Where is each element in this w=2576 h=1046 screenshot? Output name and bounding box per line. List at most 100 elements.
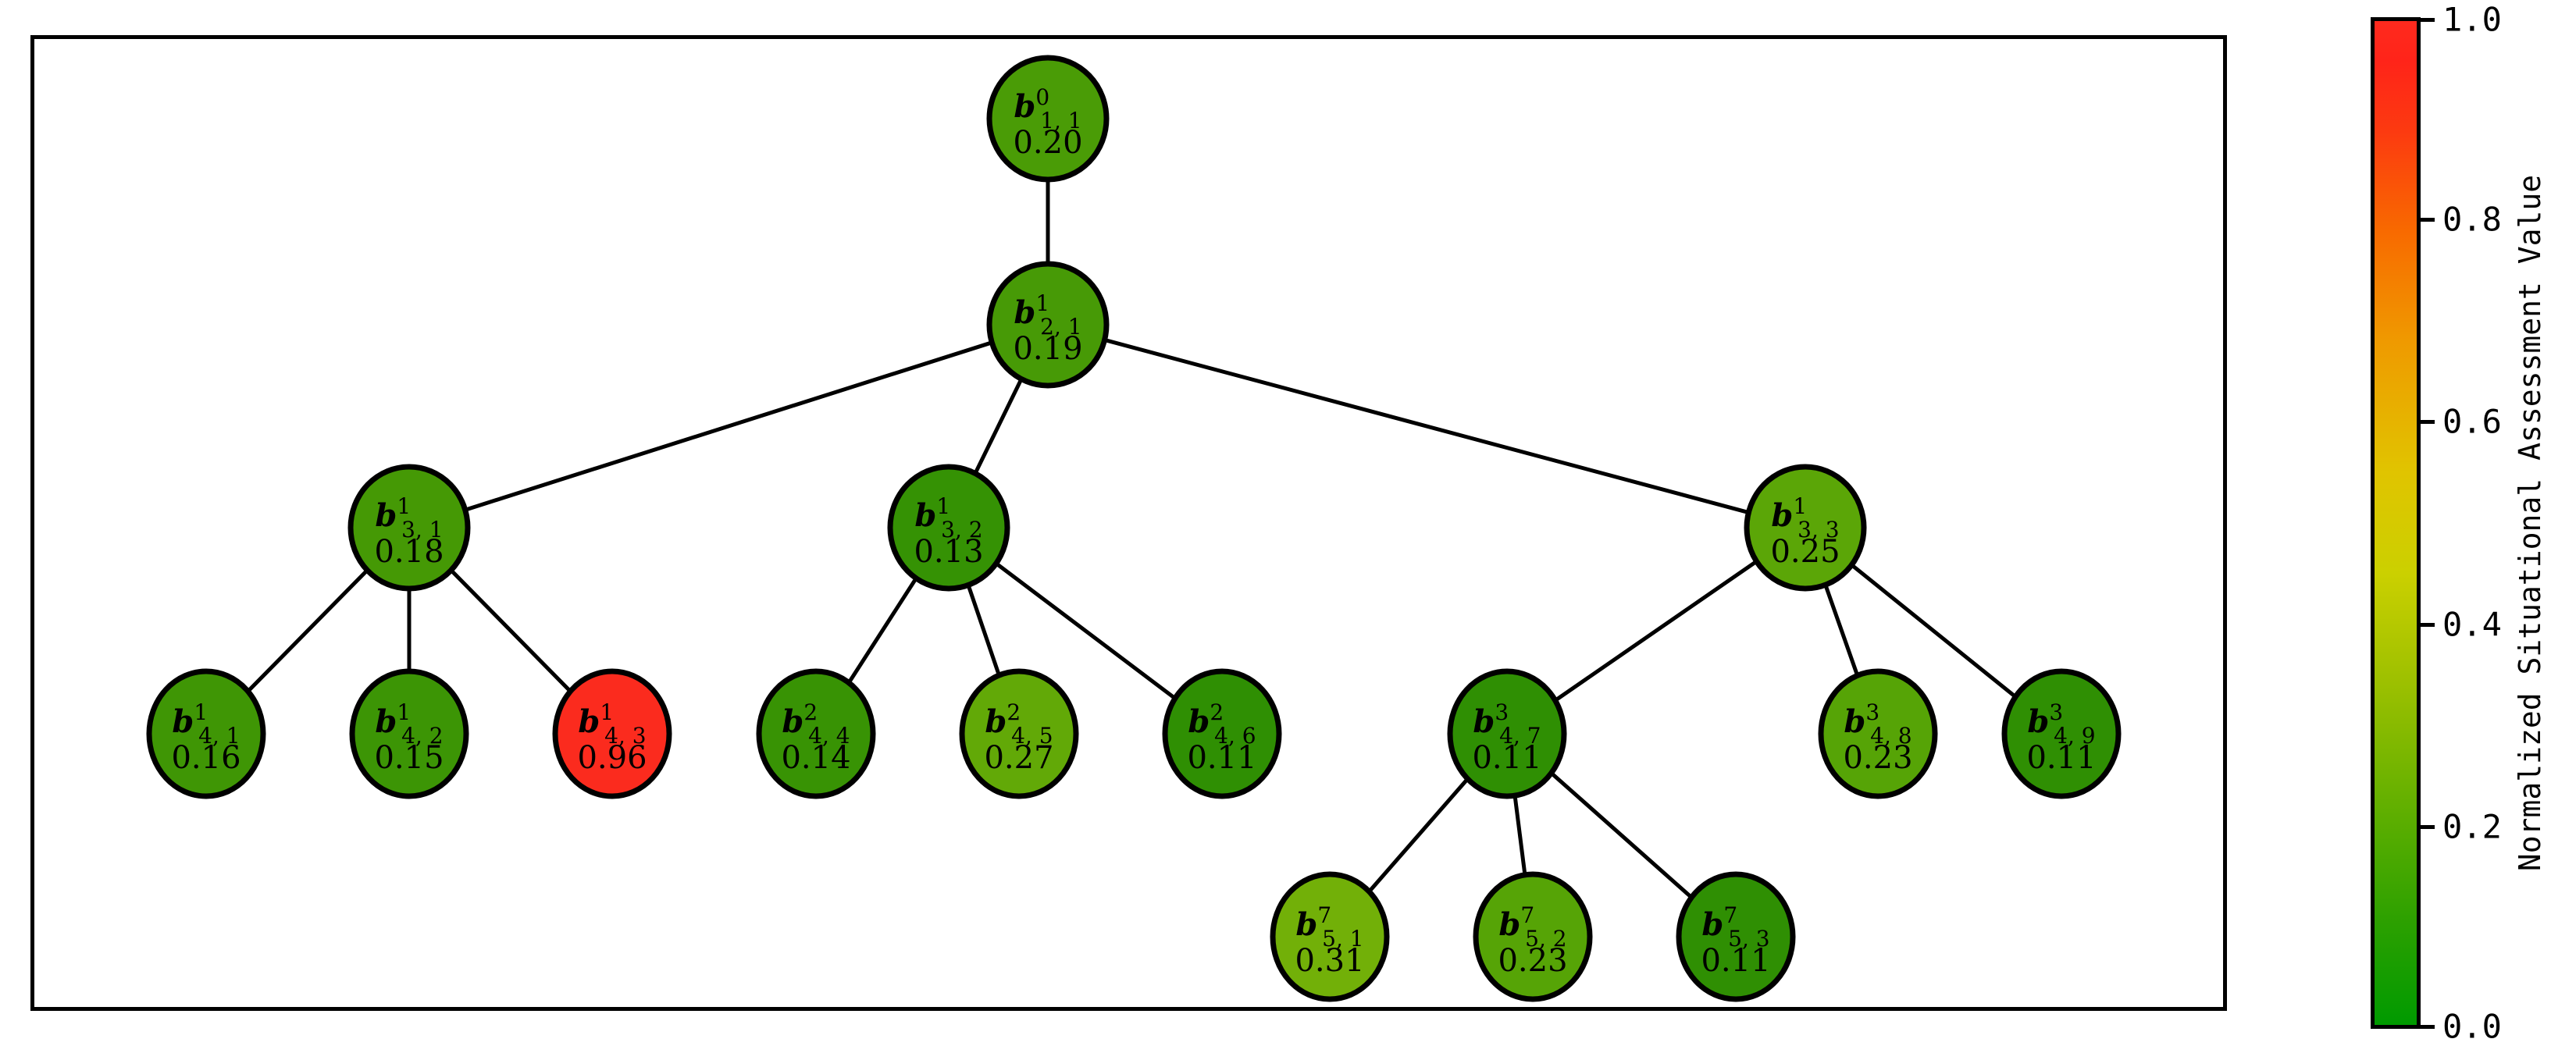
node-circle[interactable]	[347, 464, 471, 592]
node-circle[interactable]	[1473, 871, 1593, 1002]
node-value: 0.11	[1701, 943, 1770, 979]
colorbar-tick-mark	[2421, 218, 2435, 222]
colorbar-title: Normalized Situational Assessment Value	[2513, 174, 2547, 872]
node-circle[interactable]	[1270, 871, 1390, 1002]
colorbar-tick-mark	[2421, 622, 2435, 627]
edge-layer	[246, 180, 2017, 899]
colorbar-tick-mark	[2421, 824, 2435, 829]
node-value: 0.19	[1013, 331, 1082, 367]
node-value: 0.23	[1498, 943, 1567, 979]
node-circle[interactable]	[1818, 668, 1938, 799]
node-value: 0.15	[374, 740, 444, 776]
tree-edge	[1367, 777, 1470, 893]
tree-edge	[464, 340, 993, 512]
tree-edge	[973, 378, 1024, 475]
node-circle[interactable]	[887, 464, 1010, 592]
colorbar: 1.0 0.8 0.6 0.4 0.2 0.0	[2371, 1, 2502, 1046]
node-circle[interactable]	[1744, 464, 1867, 592]
colorbar-tick-label: 0.2	[2442, 807, 2502, 846]
colorbar-tick-label: 0.6	[2442, 402, 2502, 441]
tree-edge	[846, 577, 918, 684]
colorbar-tick-label: 1.0	[2442, 0, 2502, 39]
node-value: 0.16	[171, 740, 240, 776]
tree-edge	[1554, 560, 1758, 703]
tree-edge	[246, 568, 369, 693]
node-value: 0.11	[1187, 740, 1256, 776]
node-circle[interactable]	[349, 668, 469, 799]
tree-edge	[1103, 338, 1750, 514]
tree-edge	[995, 561, 1177, 700]
tree-edge	[449, 568, 572, 693]
node-value: 0.25	[1770, 534, 1840, 570]
node-value: 0.11	[1472, 740, 1541, 776]
colorbar-tick-label: 0.0	[2442, 1007, 2502, 1046]
node-circle[interactable]	[2001, 668, 2122, 799]
tree-edge	[1823, 584, 1860, 677]
colorbar-tick-label: 0.4	[2442, 605, 2502, 644]
node-circle[interactable]	[1447, 668, 1567, 799]
node-value: 0.20	[1013, 125, 1082, 161]
node-value: 0.18	[374, 534, 444, 570]
node-circle[interactable]	[986, 261, 1110, 389]
tree-edge	[1850, 563, 2017, 699]
colorbar-tick-mark	[2421, 420, 2435, 425]
colorbar-tick-label: 0.8	[2442, 200, 2502, 239]
node-circle[interactable]	[552, 668, 672, 799]
colorbar-tick-mark	[2421, 18, 2435, 22]
node-circle[interactable]	[1162, 668, 1282, 799]
colorbar-gradient	[2371, 17, 2421, 1029]
node-value: 0.11	[2026, 740, 2096, 776]
node-value: 0.14	[781, 740, 850, 776]
node-circle[interactable]	[1676, 871, 1796, 1002]
node-circle[interactable]	[146, 668, 266, 799]
node-value: 0.96	[577, 740, 647, 776]
node-circle[interactable]	[756, 668, 876, 799]
node-circle[interactable]	[986, 55, 1110, 183]
node-value: 0.27	[984, 740, 1053, 776]
node-circle[interactable]	[959, 668, 1079, 799]
tree-edge	[1512, 795, 1527, 876]
node-value: 0.31	[1295, 943, 1364, 979]
tree-edge	[966, 584, 1001, 676]
node-value: 0.13	[914, 534, 983, 570]
node-value: 0.23	[1843, 740, 1912, 776]
colorbar-tick-mark	[2421, 1025, 2435, 1029]
